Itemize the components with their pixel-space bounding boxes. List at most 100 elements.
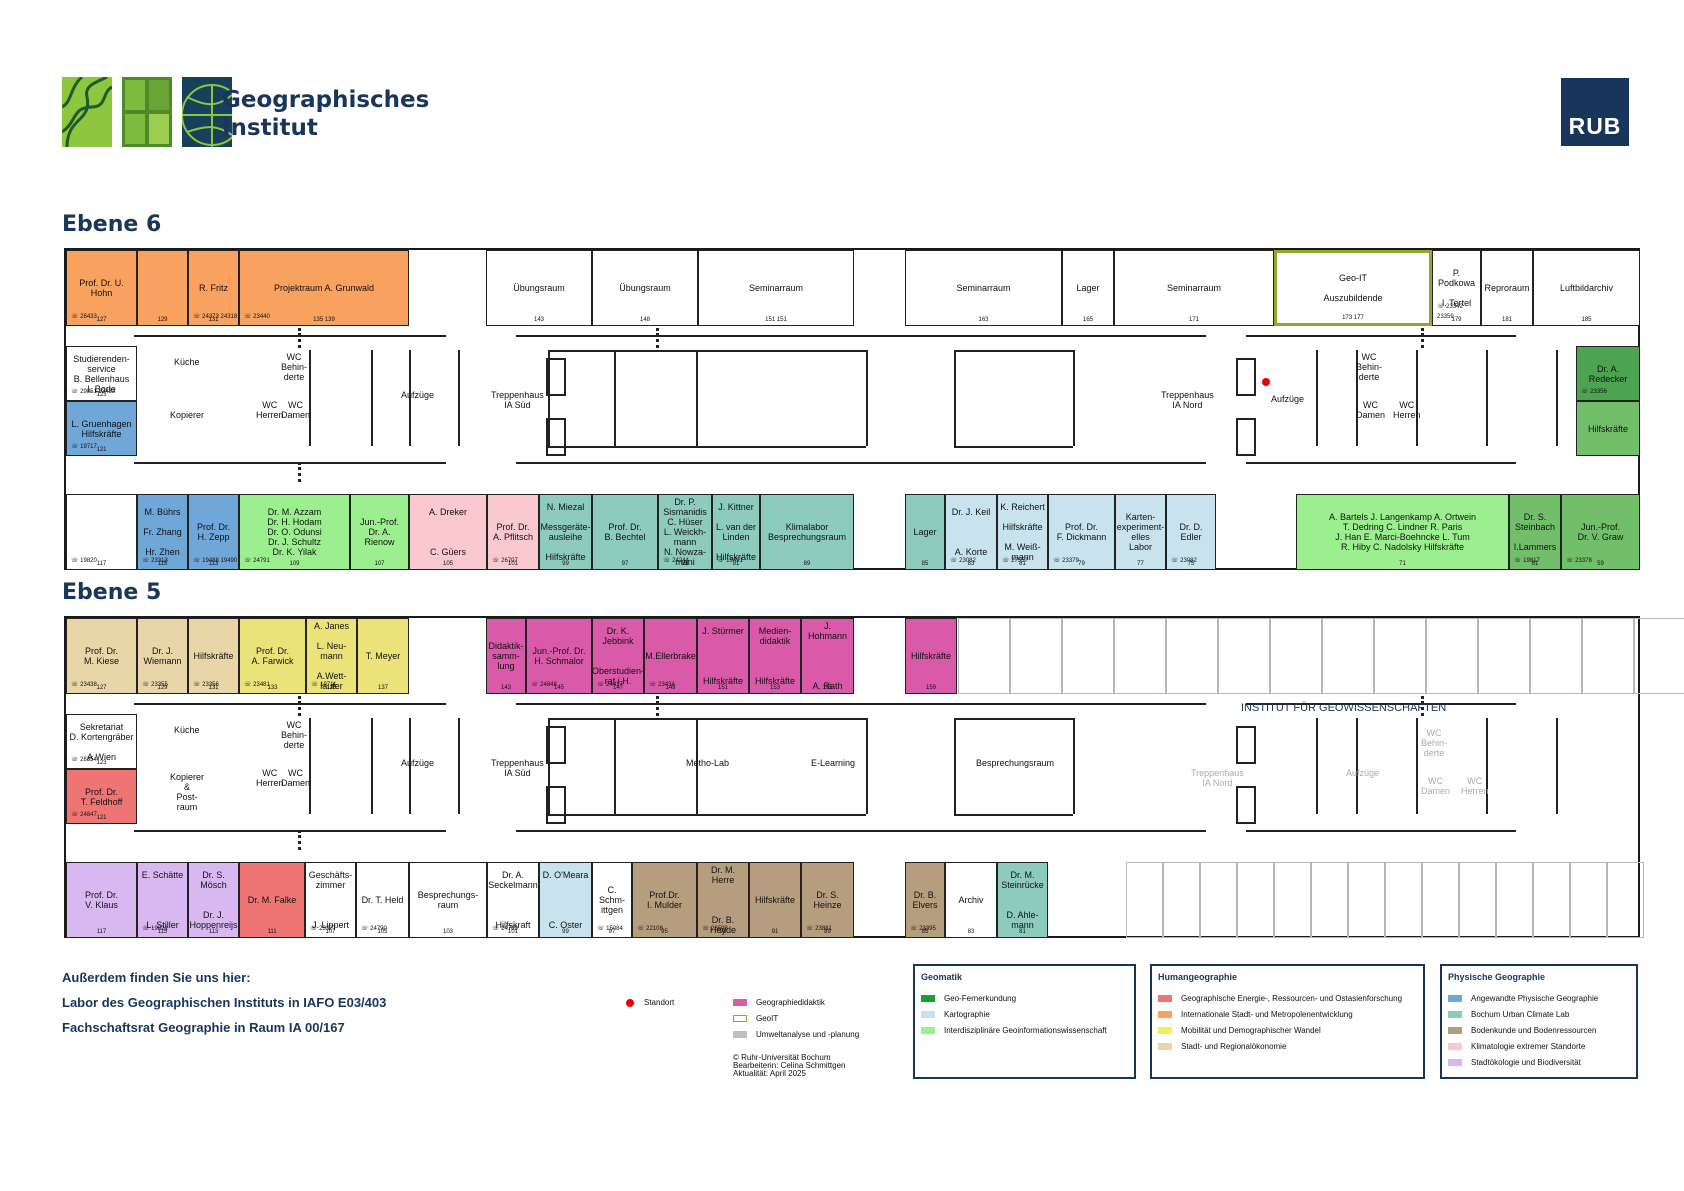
room[interactable]: N. Miezal Messgeräte- ausleihe Hilfskräf…: [539, 494, 592, 570]
room-number: 148: [639, 317, 650, 323]
room[interactable]: Hilfskräfte: [1576, 401, 1640, 456]
room[interactable]: A. Bartels J. Langenkamp A. Ortwein T. D…: [1296, 494, 1509, 570]
wall: [1246, 335, 1516, 337]
wall: [458, 350, 460, 446]
room-label: M. Bührs Fr. Zhang Hr. Zhen: [143, 507, 182, 557]
faded-label: WC Herren: [1461, 776, 1489, 796]
corridor-label: WC Behin- derte: [281, 352, 308, 382]
wall: [954, 446, 1073, 448]
legend-swatch: [1448, 1010, 1462, 1018]
room-label: [140, 253, 185, 323]
room-label: Archiv: [958, 895, 984, 905]
room[interactable]: J. Kittner L. van der Linden Hilfskräfte…: [712, 494, 760, 570]
room-number: 93: [719, 929, 727, 935]
room-number: 75: [1187, 561, 1195, 567]
room[interactable]: Dr. K. Jebbink Oberstudien- rat i.H.147☏…: [592, 618, 644, 694]
faded-room: [1570, 862, 1607, 938]
room-label: Seminarraum: [1166, 283, 1222, 293]
wall: [134, 830, 446, 832]
room-number: 83: [967, 561, 975, 567]
corridor-label: Treppenhaus IA Nord: [1161, 390, 1214, 410]
phone-extension: ☏ 24848: [531, 682, 557, 688]
room[interactable]: 117☏ 19820: [66, 494, 137, 570]
room-number: 135: [326, 685, 337, 691]
faded-room: [1582, 618, 1634, 694]
legend-item: Geographische Energie-, Ressourcen- und …: [1158, 990, 1417, 1006]
room-number: 121: [96, 815, 107, 821]
room-number: 147: [612, 685, 623, 691]
faded-room: [1374, 618, 1426, 694]
room[interactable]: Studierenden- service B. Bellenhaus I. B…: [66, 346, 137, 401]
room[interactable]: Dr. P. Sismanidis C. Hüser L. Weickh- ma…: [658, 494, 712, 570]
room-number: 137: [377, 685, 388, 691]
room[interactable]: 129: [137, 250, 188, 326]
room-label: Karten- experiment- elles Labor: [1116, 512, 1165, 552]
room[interactable]: Dr. A. Redecker☏ 23356: [1576, 346, 1640, 401]
corridor-label: Küche: [174, 357, 200, 367]
room[interactable]: Dr. M. Azzam Dr. H. Hodam Dr. O. Odunsi …: [239, 494, 350, 570]
